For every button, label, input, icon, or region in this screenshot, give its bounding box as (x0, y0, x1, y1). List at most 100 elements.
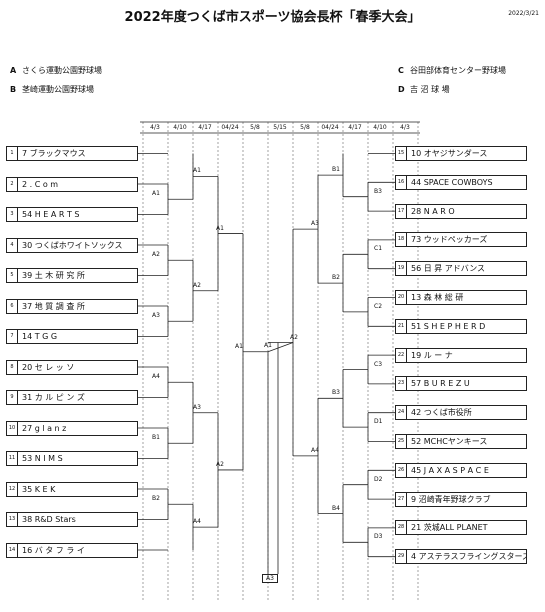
team-name: 52 MCHCヤンキース (411, 437, 488, 446)
team-name: 44 SPACE COWBOYS (411, 177, 493, 187)
seed-number: 10 (7, 421, 18, 435)
match-label: D3 (374, 533, 383, 541)
match-label: A4 (152, 373, 160, 381)
final-venue-box: A3 (262, 574, 278, 583)
round-header: 4/17 (348, 124, 362, 131)
match-label: A1 (264, 341, 272, 349)
match-label: A4 (311, 446, 319, 454)
seed-number: 14 (7, 543, 18, 557)
team-name: 35 K E K (22, 484, 56, 494)
team-name: 21 茨城ALL PLANET (411, 523, 488, 533)
match-label: B3 (374, 187, 382, 195)
team-entry: 20 13 森 林 総 研 (395, 290, 527, 305)
round-header: 4/17 (198, 124, 212, 131)
match-label: B2 (152, 495, 160, 503)
seed-number: 12 (7, 482, 18, 496)
team-name: 53 N I M S (22, 454, 63, 463)
team-name: 4 アステラスフライングスターズ (411, 552, 527, 562)
round-header: 4/3 (150, 124, 160, 131)
team-name: 51 S H E P H E R D (411, 321, 486, 331)
seed-number: 28 (396, 521, 407, 535)
team-entry: 25 52 MCHCヤンキース (395, 434, 527, 449)
match-label: A2 (152, 251, 160, 259)
seed-number: 26 (396, 463, 407, 477)
round-header: 4/10 (373, 124, 387, 131)
match-label: B1 (332, 166, 340, 174)
team-name: 30 つくばホワイトソックス (22, 240, 123, 250)
team-name: 14 T G G (22, 332, 58, 341)
team-name: 9 沼崎青年野球クラブ (411, 494, 491, 504)
seed-number: 13 (7, 513, 18, 526)
match-label: A1 (235, 342, 243, 350)
match-label: A1 (216, 224, 224, 232)
team-name: 57 B U R E Z U (411, 379, 470, 389)
team-entry: 28 21 茨城ALL PLANET (395, 520, 527, 536)
round-header: 5/8 (300, 124, 310, 131)
seed-number: 8 (7, 360, 18, 374)
bracket-line (267, 342, 294, 353)
seed-number: 17 (396, 204, 407, 218)
team-name: 2 . C o m (22, 179, 59, 189)
match-label: A2 (290, 333, 298, 341)
team-entry: 14 16 バ タ フ ラ イ (6, 542, 138, 558)
seed-number: 22 (396, 348, 407, 362)
match-label: A4 (193, 518, 201, 526)
seed-number: 24 (396, 406, 407, 420)
team-entry: 26 45 J A X A S P A C E (395, 462, 527, 478)
match-label: B3 (332, 389, 340, 397)
team-entry: 17 28 N A R O (395, 203, 527, 219)
team-name: 54 H E A R T S (22, 210, 80, 219)
round-header: 4/10 (173, 124, 187, 131)
team-name: 16 バ タ フ ラ イ (22, 545, 85, 555)
team-name: 28 N A R O (411, 206, 455, 216)
page-title: 2022年度つくば市スポーツ協会長杯「春季大会」 (124, 10, 421, 25)
team-entry: 2 2 . C o m (6, 176, 138, 192)
seed-number: 29 (396, 550, 407, 564)
seed-number: 6 (7, 299, 18, 313)
match-label: D1 (374, 418, 383, 426)
seed-number: 7 (7, 330, 18, 343)
seed-number: 25 (396, 435, 407, 448)
team-name: 38 R&D Stars (22, 515, 76, 524)
match-label: C3 (374, 360, 383, 368)
team-name: 73 ウッドペッカーズ (411, 235, 488, 245)
match-label: D2 (374, 475, 383, 483)
seed-number: 16 (396, 175, 407, 189)
seed-number: 27 (396, 492, 407, 506)
team-entry: 23 57 B U R E Z U (395, 376, 527, 392)
team-name: 7 ブラックマウス (22, 149, 86, 158)
team-entry: 10 27 g l a n z (6, 420, 138, 436)
seed-number: 20 (396, 291, 407, 304)
seed-number: 11 (7, 452, 18, 465)
team-entry: 29 4 アステラスフライングスターズ (395, 549, 527, 565)
seed-number: 23 (396, 377, 407, 391)
seed-number: 2 (7, 177, 18, 191)
round-header: 04/24 (321, 124, 339, 131)
match-label: A1 (152, 190, 160, 198)
team-entry: 3 54 H E A R T S (6, 207, 138, 222)
team-name: 45 J A X A S P A C E (411, 465, 489, 475)
team-name: 13 森 林 総 研 (411, 293, 464, 302)
team-entry: 16 44 SPACE COWBOYS (395, 174, 527, 190)
team-entry: 11 53 N I M S (6, 451, 138, 466)
seed-number: 5 (7, 269, 18, 282)
seed-number: 3 (7, 208, 18, 221)
match-label: A1 (193, 167, 201, 175)
team-entry: 13 38 R&D Stars (6, 512, 138, 527)
team-name: 27 g l a n z (22, 423, 67, 433)
round-header: 04/24 (221, 124, 239, 131)
match-label: B1 (152, 434, 160, 442)
